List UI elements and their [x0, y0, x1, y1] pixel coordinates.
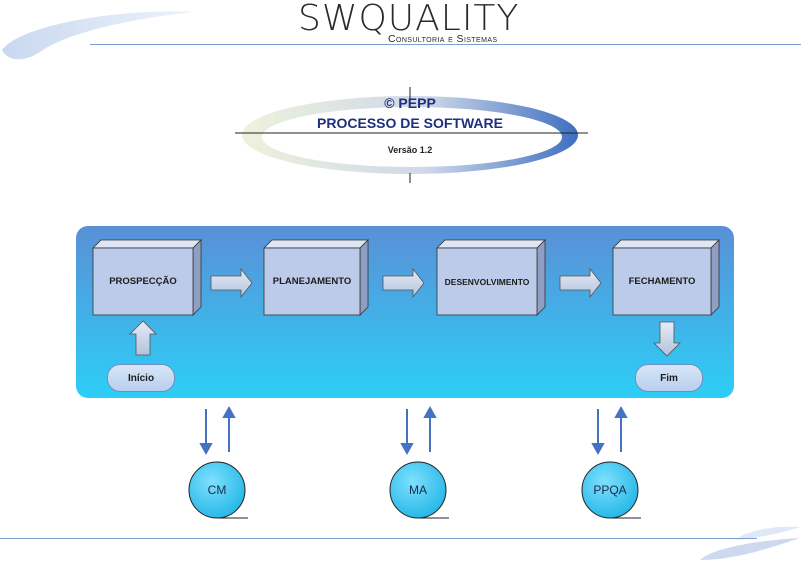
support-arrows-cm	[199, 405, 236, 456]
phase-label-desenvolvimento: DESENVOLVIMENTO	[444, 276, 530, 287]
top-left-swoosh	[2, 11, 195, 60]
flow-arrow-3	[559, 267, 602, 299]
support-arrows-ma	[400, 405, 437, 456]
footer-divider	[0, 538, 757, 539]
start-arrow	[129, 320, 157, 356]
support-circle-ppqa	[581, 461, 641, 519]
company-logo: SWQUALITY	[298, 0, 520, 39]
process-panel	[76, 226, 734, 398]
phase-label-planejamento: PLANEJAMENTO	[272, 276, 352, 287]
bottom-right-swoosh-1	[700, 538, 800, 560]
phase-label-fechamento: FECHAMENTO	[628, 276, 696, 287]
support-label-ma: MA	[409, 483, 427, 497]
header-divider	[90, 44, 801, 45]
start-node: Início	[107, 364, 175, 392]
title-process-name: PROCESSO DE SOFTWARE	[317, 115, 503, 131]
support-circle-ma	[389, 461, 449, 519]
support-label-cm: CM	[207, 483, 227, 497]
phase-box-planejamento	[263, 239, 369, 316]
bottom-right-swoosh-2	[735, 526, 800, 540]
title-emblem	[235, 87, 588, 183]
end-node: Fim	[635, 364, 703, 392]
company-tagline: Consultoria e Sistemas	[388, 33, 498, 45]
phase-box-fechamento	[612, 239, 720, 316]
support-arrows-ppqa	[591, 405, 628, 456]
phase-box-prospeccao	[92, 239, 202, 316]
support-circle-cm	[188, 461, 248, 519]
title-copyright-name: © PEPP	[384, 95, 436, 111]
phase-label-prospeccao: PROSPECÇÃO	[109, 276, 177, 287]
title-version: Versão 1.2	[387, 145, 433, 155]
support-label-ppqa: PPQA	[593, 483, 627, 497]
end-arrow	[653, 321, 681, 357]
flow-arrow-2	[382, 267, 425, 299]
phase-box-desenvolvimento	[436, 239, 546, 316]
flow-arrow-1	[210, 267, 253, 299]
